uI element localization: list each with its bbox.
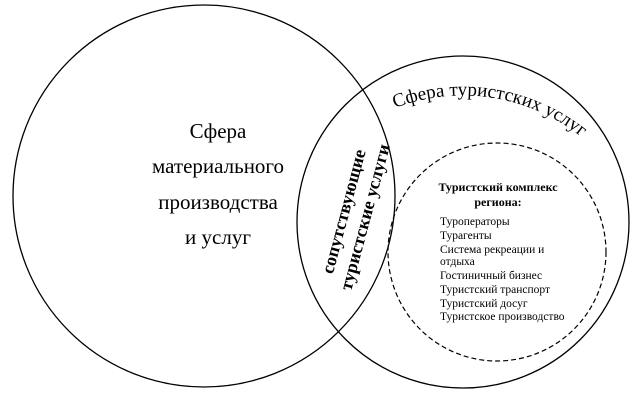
left-circle bbox=[12, 4, 396, 388]
inner-circle-content: Туристский комплекс региона: Туроператор… bbox=[438, 180, 564, 323]
left-circle-label: Сфера материального производства и услуг bbox=[152, 119, 284, 249]
inner-item: Турагенты bbox=[440, 230, 492, 242]
inner-title-line-1: Туристский комплекс bbox=[438, 180, 558, 194]
left-label-line-3: производства bbox=[158, 190, 278, 214]
inner-item: Система рекреации и bbox=[440, 244, 544, 256]
left-label-line-1: Сфера bbox=[190, 119, 247, 143]
inner-item: отдыха bbox=[440, 256, 475, 268]
inner-title-line-2: региона: bbox=[474, 195, 521, 209]
left-label-line-2: материального bbox=[152, 154, 284, 178]
left-label-line-4: и услуг bbox=[185, 225, 251, 249]
inner-item: Туроператоры bbox=[440, 216, 510, 228]
inner-item: Туристский досуг bbox=[440, 298, 528, 310]
inner-item: Туристское производство bbox=[440, 311, 565, 323]
right-circle bbox=[296, 55, 630, 389]
inner-item: Туристский транспорт bbox=[440, 284, 550, 296]
inner-item: Гостиничный бизнес bbox=[440, 270, 542, 282]
inner-dashed-circle bbox=[387, 142, 607, 362]
